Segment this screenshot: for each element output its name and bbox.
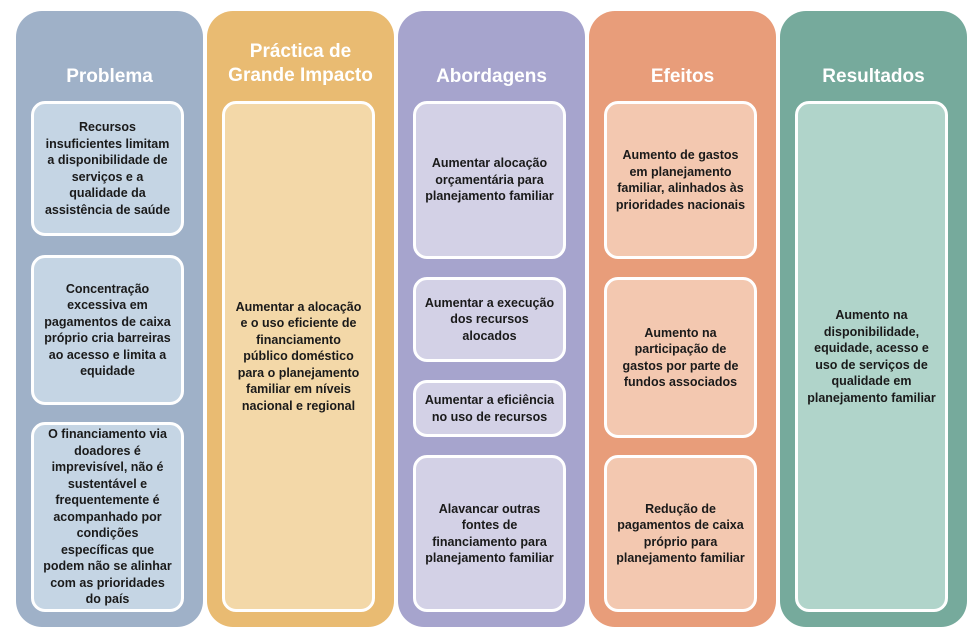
column-abordagens: Abordagens Aumentar alocação orçamentári… xyxy=(398,11,585,627)
efeitos-box-1-text: Aumento de gastos em planejamento famili… xyxy=(615,148,746,212)
problema-box-1: Recursos insuficientes limitam a disponi… xyxy=(31,101,184,236)
problema-box-3-text: O financiamento via doadores é imprevisí… xyxy=(43,427,172,607)
abordagens-box-1: Aumentar alocação orçamentária para plan… xyxy=(413,101,566,259)
column-title-problema: Problema xyxy=(66,66,153,87)
problema-box-2: Concentração excessiva em pagamentos de … xyxy=(31,255,184,405)
column-pratica: Práctica de Grande Impacto Aumentar a al… xyxy=(207,11,394,627)
problema-box-3: O financiamento via doadores é imprevisí… xyxy=(31,422,184,612)
abordagens-box-2: Aumentar a execução dos recursos alocado… xyxy=(413,277,566,362)
pratica-box-1: Aumentar a alocação e o uso eficiente de… xyxy=(222,101,375,612)
resultados-box-1-text: Aumento na disponibilidade, equidade, ac… xyxy=(807,308,936,405)
column-title-pratica: Práctica de Grande Impacto xyxy=(228,41,373,86)
efeitos-box-2-text: Aumento na participação de gastos por pa… xyxy=(622,325,739,390)
abordagens-box-2-text: Aumentar a execução dos recursos alocado… xyxy=(424,295,555,343)
column-problema: Problema Recursos insuficientes limitam … xyxy=(16,11,203,627)
abordagens-box-3: Aumentar a eficiência no uso de recursos xyxy=(413,380,566,437)
efeitos-box-1: Aumento de gastos em planejamento famili… xyxy=(604,101,757,259)
efeitos-box-2: Aumento na participação de gastos por pa… xyxy=(604,277,757,438)
column-efeitos: Efeitos Aumento de gastos em planejament… xyxy=(589,11,776,627)
efeitos-box-3: Redução de pagamentos de caixa próprio p… xyxy=(604,455,757,612)
column-title-resultados: Resultados xyxy=(822,66,925,87)
column-resultados: Resultados Aumento na disponibilidade, e… xyxy=(780,11,967,627)
resultados-box-1: Aumento na disponibilidade, equidade, ac… xyxy=(795,101,948,612)
abordagens-box-3-text: Aumentar a eficiência no uso de recursos xyxy=(424,393,555,424)
column-title-abordagens: Abordagens xyxy=(436,66,547,87)
abordagens-box-4-text: Alavancar outras fontes de financiamento… xyxy=(425,501,554,566)
abordagens-box-1-text: Aumentar alocação orçamentária para plan… xyxy=(425,156,554,204)
column-title-efeitos: Efeitos xyxy=(650,66,715,87)
pratica-box-1-text: Aumentar a alocação e o uso eficiente de… xyxy=(235,299,362,413)
abordagens-box-4: Alavancar outras fontes de financiamento… xyxy=(413,455,566,612)
problema-box-2-text: Concentração excessiva em pagamentos de … xyxy=(44,281,171,379)
efeitos-box-3-text: Redução de pagamentos de caixa próprio p… xyxy=(616,501,745,566)
problema-box-1-text: Recursos insuficientes limitam a disponi… xyxy=(44,120,171,217)
